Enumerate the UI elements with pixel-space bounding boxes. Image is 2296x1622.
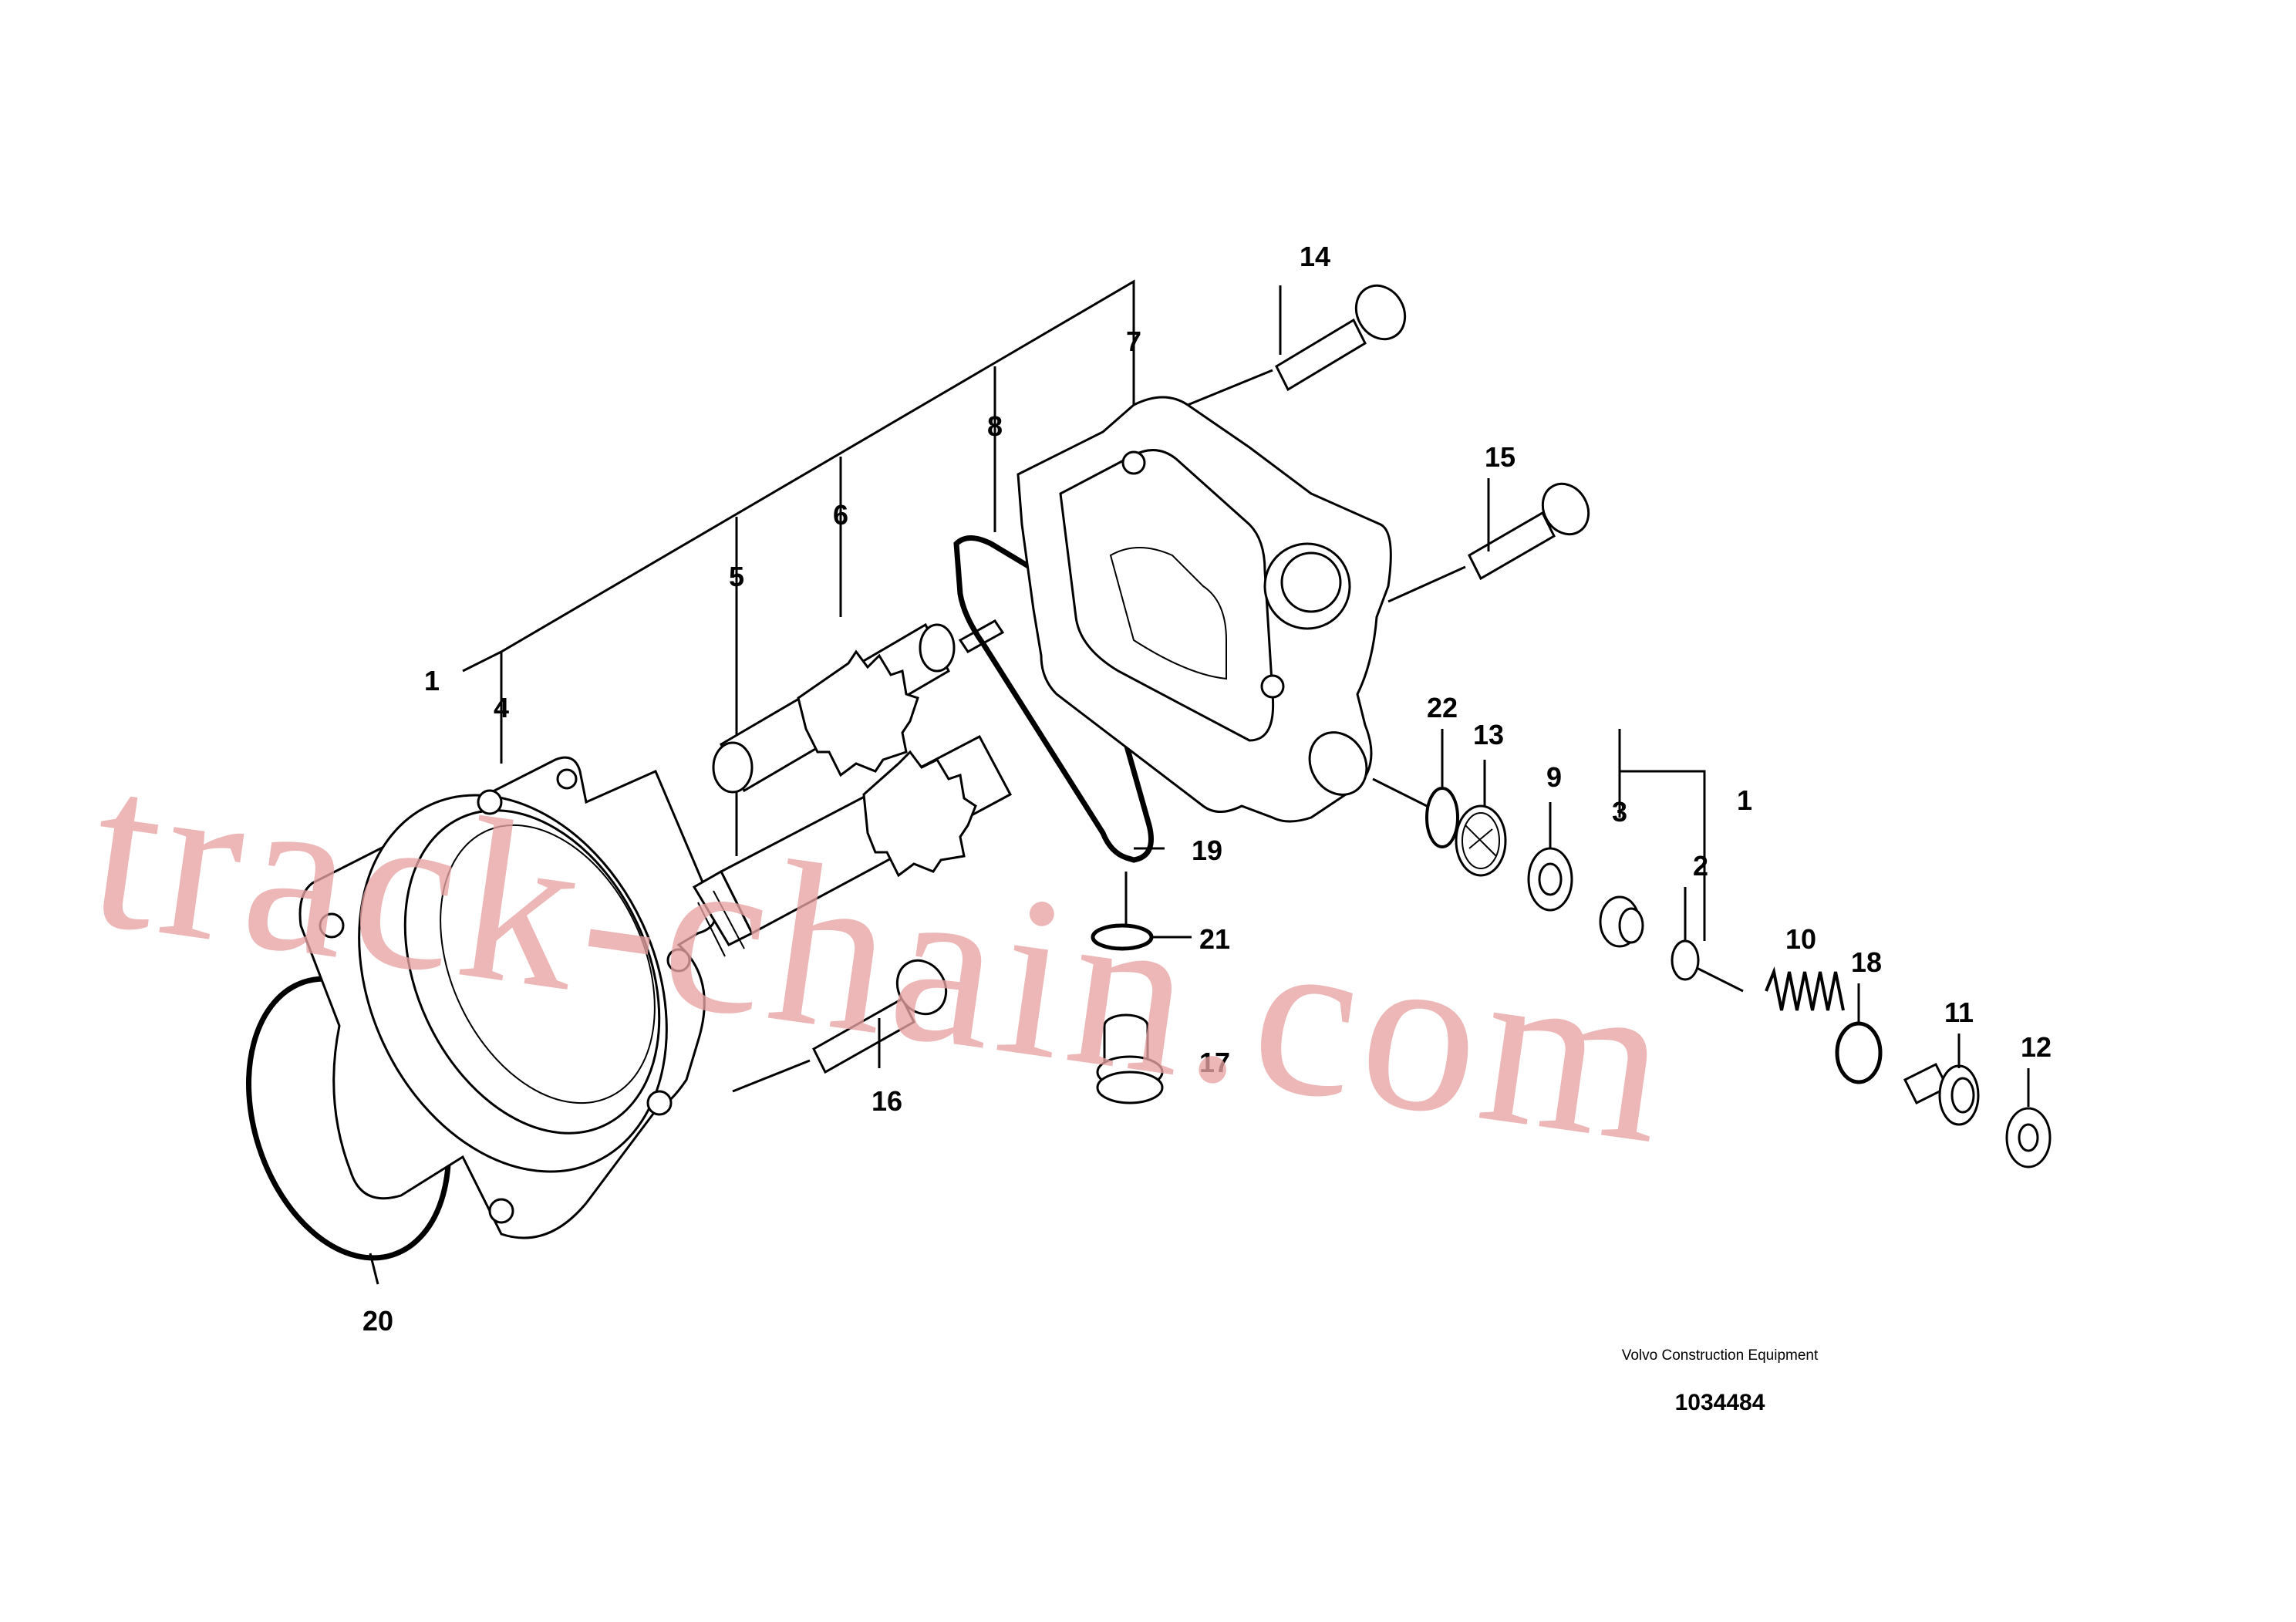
callout-15: 15 — [1485, 441, 1515, 473]
callout-5: 5 — [729, 561, 744, 592]
callout-18: 18 — [1851, 946, 1882, 978]
gasket-19 — [953, 535, 1154, 863]
callout-10: 10 — [1785, 923, 1816, 955]
assembly-bracket — [462, 279, 1135, 856]
plug-17 — [1096, 1013, 1164, 1104]
retaining-ring-22 — [1425, 787, 1459, 848]
callout-4: 4 — [494, 692, 509, 723]
callout-6: 6 — [833, 499, 848, 531]
callout-9: 9 — [1546, 761, 1562, 793]
pump-housing — [298, 756, 716, 1239]
callout-14: 14 — [1300, 241, 1330, 272]
bolt-14 — [1187, 284, 1407, 406]
dowel-pin-8 — [958, 619, 1005, 653]
callout-7: 7 — [1126, 325, 1141, 357]
gear-shaft-5 — [712, 622, 956, 794]
callout-22: 22 — [1427, 692, 1458, 723]
callout-19: 19 — [1192, 835, 1222, 866]
callout-1b: 1 — [1737, 784, 1752, 816]
nut-12 — [2005, 1107, 2052, 1168]
callout-21: 21 — [1199, 923, 1230, 955]
bolt-16 — [732, 959, 948, 1093]
brand-name: Volvo Construction Equipment — [1621, 1347, 1819, 1364]
leader-lines — [878, 285, 2030, 1107]
washer-9 — [1527, 847, 1573, 912]
bolt-15 — [1387, 482, 1590, 603]
pump-cover — [1017, 396, 1392, 823]
valve-assembly-bracket — [1618, 729, 1706, 941]
filter-screen-13 — [1455, 804, 1507, 877]
valve-poppet-2 — [1671, 939, 1744, 993]
spring-10 — [1765, 966, 1845, 1011]
callout-16: 16 — [872, 1085, 902, 1117]
callout-20: 20 — [362, 1305, 393, 1337]
callout-11: 11 — [1944, 996, 1974, 1028]
callout-labels: 1 4 5 6 8 7 14 15 22 13 9 3 1 2 10 18 11… — [362, 241, 2052, 1337]
o-ring-18 — [1835, 1021, 1883, 1084]
callout-3: 3 — [1612, 796, 1627, 828]
valve-seat-3 — [1599, 895, 1644, 948]
valve-axis — [1372, 777, 1435, 811]
callout-13: 13 — [1473, 719, 1504, 750]
o-ring-21 — [1091, 923, 1154, 951]
drawing-number: 1034484 — [1674, 1390, 1765, 1415]
gear-shaft-6 — [692, 734, 1013, 957]
callout-12: 12 — [2021, 1031, 2052, 1063]
callout-1: 1 — [424, 665, 440, 696]
callout-8: 8 — [987, 410, 1003, 442]
callout-2: 2 — [1693, 850, 1708, 882]
callout-17: 17 — [1199, 1047, 1230, 1078]
adjusting-screw-11 — [1903, 1062, 1980, 1126]
